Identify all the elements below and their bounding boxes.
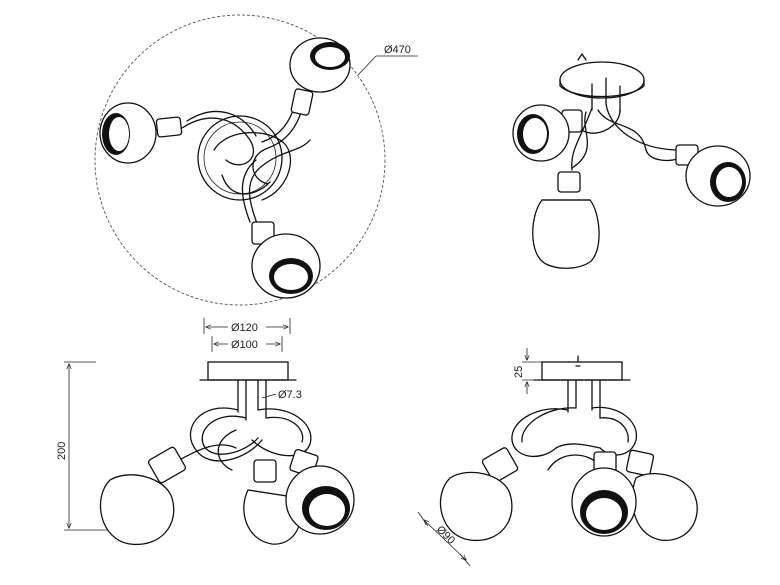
top-lamp-bottom	[251, 221, 321, 299]
top-view: Ø470	[94, 14, 418, 306]
persp-lamp-right	[675, 144, 751, 207]
front-canopy	[207, 361, 289, 381]
perspective-view	[512, 53, 751, 269]
top-diameter-label: Ø470	[384, 44, 411, 56]
top-lamp-top	[289, 37, 351, 116]
persp-lamp-left	[512, 104, 583, 162]
front-height-label: 200	[56, 442, 68, 460]
side-canopy	[541, 361, 623, 381]
side-view: 25	[417, 348, 698, 567]
front-lamp-left	[99, 446, 187, 546]
front-rod-diameter-label: Ø7.3	[278, 389, 302, 401]
side-lamp-front	[571, 451, 637, 537]
front-outer-diameter-label: Ø120	[231, 322, 258, 334]
front-view: Ø120 Ø100 200 Ø7.3	[56, 318, 355, 546]
side-lamp-left	[439, 447, 519, 542]
front-inner-diameter-label: Ø100	[231, 339, 258, 351]
side-canopy-height-label: 25	[513, 366, 525, 378]
top-canopy	[197, 115, 283, 201]
front-lamp-right	[285, 448, 355, 535]
persp-lamp-bottom	[532, 171, 600, 269]
top-lamp-left	[99, 102, 183, 164]
diameter-circle	[94, 14, 386, 306]
side-lamp-back	[625, 449, 698, 541]
